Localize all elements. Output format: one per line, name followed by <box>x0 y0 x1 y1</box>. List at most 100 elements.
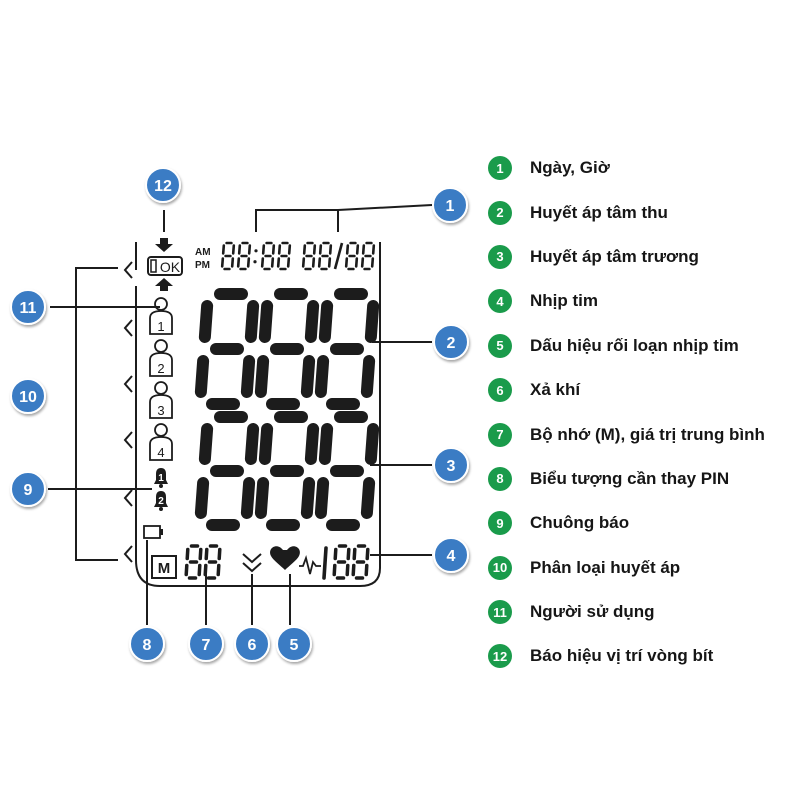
lcd-segment <box>194 355 210 398</box>
lcd-segment <box>318 423 334 465</box>
colon <box>253 249 258 264</box>
lcd-segment <box>261 244 266 255</box>
lcd-segment <box>300 355 316 398</box>
lcd-segment <box>258 423 274 465</box>
arrow-down-icon <box>155 238 173 252</box>
lcd-digit <box>276 241 292 271</box>
user-number: 2 <box>157 361 164 376</box>
lcd-segment <box>271 244 276 255</box>
lcd-digit <box>194 288 260 410</box>
callout-2: 2 <box>433 324 469 360</box>
memory-box <box>151 555 177 579</box>
lcd-segment <box>204 547 209 561</box>
legend-label: Báo hiệu vị trí vòng bít <box>530 646 714 666</box>
leader-line-1b <box>337 204 433 211</box>
callout-6: 6 <box>234 626 270 662</box>
lcd-digit <box>314 288 380 410</box>
chevron-left-icon <box>123 319 133 337</box>
legend-number-badge: 2 <box>488 200 512 225</box>
legend-item: 12 Báo hiệu vị trí vòng bít <box>488 634 765 678</box>
legend-number-badge: 5 <box>488 333 512 358</box>
time-display <box>220 241 292 271</box>
lcd-segment <box>355 244 360 255</box>
lcd-segment <box>236 257 241 268</box>
lcd-segment <box>328 244 333 255</box>
lcd-segment <box>332 563 337 577</box>
alarm-icons: 12 <box>154 468 168 511</box>
callout-9: 9 <box>10 471 46 507</box>
lcd-segment <box>311 257 316 268</box>
callout-1: 1 <box>432 187 468 223</box>
lcd-segment <box>247 244 252 255</box>
chevron-left-icon <box>123 431 133 449</box>
lcd-segment <box>365 547 370 561</box>
callout-number: 10 <box>19 389 37 406</box>
lcd-digit <box>314 411 380 531</box>
legend-item: 2 Huyết áp tâm thu <box>488 190 765 234</box>
classification-chevrons <box>123 261 133 563</box>
lcd-segment <box>184 563 189 577</box>
lcd-segment <box>302 244 307 255</box>
legend-number-badge: 3 <box>488 244 512 269</box>
lcd-segment <box>230 257 235 268</box>
cuff-icon <box>150 259 157 273</box>
alarm-number: 2 <box>158 496 164 507</box>
user-number: 1 <box>157 319 164 334</box>
alarm-bell-icon: 2 <box>154 491 168 511</box>
lcd-segment <box>364 563 369 577</box>
chevron-left-icon <box>123 375 133 393</box>
callout-number: 3 <box>447 458 456 475</box>
legend-label: Huyết áp tâm thu <box>530 202 668 222</box>
legend-number-badge: 4 <box>488 289 512 314</box>
legend-label: Huyết áp tâm trương <box>530 246 699 266</box>
lcd-segment <box>240 477 256 519</box>
am-label: AM <box>195 247 211 258</box>
legend-item: 7 Bộ nhớ (M), giá trị trung bình <box>488 412 765 456</box>
callout-3: 3 <box>433 447 469 483</box>
callout-5: 5 <box>276 626 312 662</box>
lcd-digit <box>184 544 203 580</box>
user-1-icon: 1 <box>149 297 173 335</box>
legend-number-badge: 7 <box>488 422 512 447</box>
lcd-segment <box>346 547 351 561</box>
legend-label: Biểu tượng cần thay PIN <box>530 468 730 488</box>
legend-number-badge: 12 <box>488 644 512 669</box>
lcd-segment <box>276 257 281 268</box>
legend-label: Xả khí <box>530 380 581 400</box>
lcd-segment <box>360 477 376 519</box>
lcd-digit <box>301 241 317 271</box>
pulse-display <box>322 544 370 580</box>
lcd-segment <box>244 300 260 343</box>
legend-label: Chuông báo <box>530 513 630 533</box>
lcd-segment <box>254 477 270 519</box>
date-display <box>301 241 376 271</box>
callout-number: 1 <box>446 198 455 215</box>
memory-letter: M <box>158 560 171 577</box>
lcd-digit <box>254 288 320 410</box>
lcd-segment <box>260 257 265 268</box>
lcd-segment <box>304 300 320 343</box>
battery-icon <box>143 525 163 539</box>
lcd-segment <box>198 547 203 561</box>
lcd-digit <box>332 544 351 580</box>
arrow-up-icon <box>155 278 173 291</box>
deflation-icon <box>242 553 262 573</box>
lcd-digit <box>203 544 222 580</box>
legend-label: Người sử dụng <box>530 602 655 622</box>
lcd-segment <box>371 244 376 255</box>
callout-number: 12 <box>154 178 172 195</box>
callout-number: 8 <box>143 637 152 654</box>
alarm-number: 1 <box>158 473 164 484</box>
lcd-segment <box>203 563 208 577</box>
lcd-segment <box>217 547 222 561</box>
legend-label: Bộ nhớ (M), giá trị trung bình <box>530 424 765 444</box>
lcd-segment <box>240 355 256 398</box>
memory-display <box>184 544 222 580</box>
callout-12: 12 <box>145 167 181 203</box>
lcd-segment <box>327 257 332 268</box>
